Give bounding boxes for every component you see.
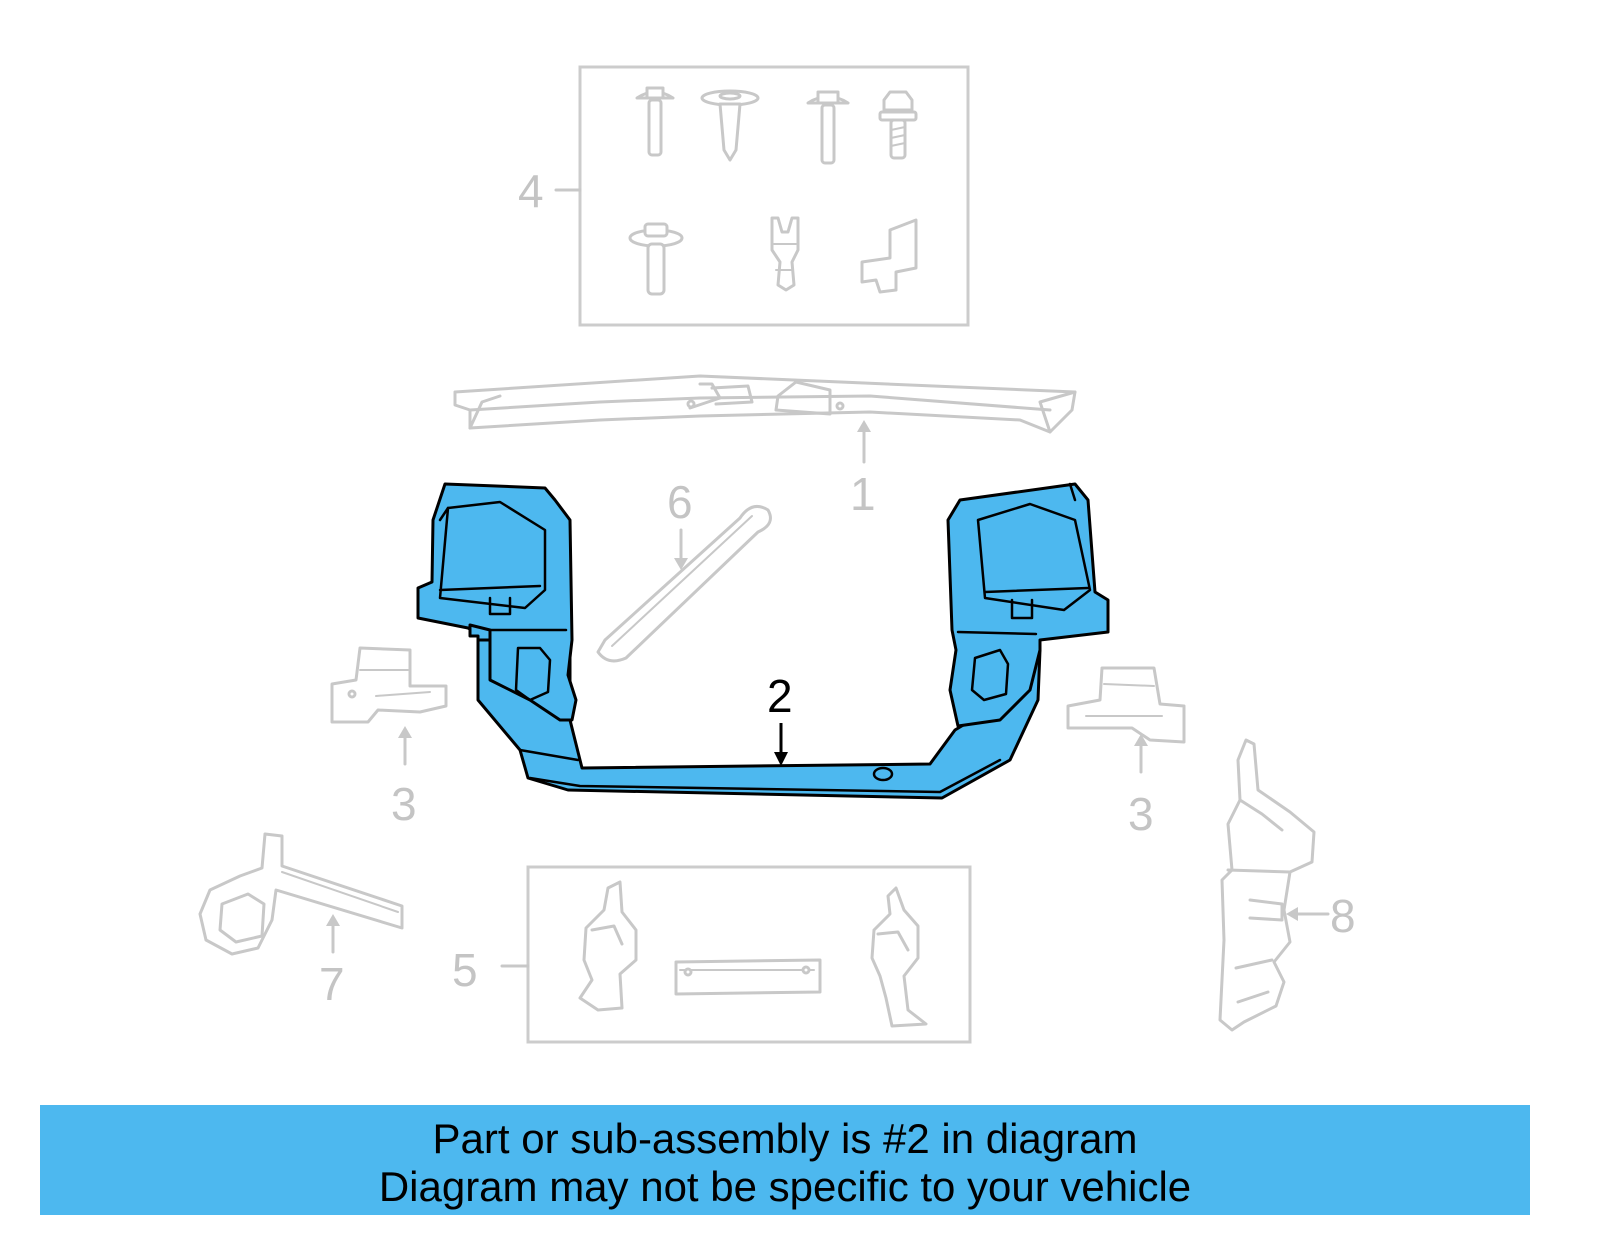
part-3-right-bracket[interactable] bbox=[1066, 666, 1186, 744]
callout-4: 4 bbox=[518, 165, 544, 217]
part-2-radiator-support[interactable] bbox=[416, 482, 1110, 800]
callout-1: 1 bbox=[850, 468, 876, 520]
bracket-clip-icon bbox=[860, 218, 918, 294]
callout-3-right-arrow bbox=[1134, 734, 1148, 774]
callout-8: 8 bbox=[1330, 890, 1356, 942]
part-4-fastener-kit[interactable] bbox=[554, 65, 970, 327]
push-pin-icon bbox=[700, 89, 760, 162]
part-3-left-bracket[interactable] bbox=[330, 646, 448, 724]
callout-8-arrow bbox=[1286, 907, 1330, 921]
callout-5: 5 bbox=[452, 944, 478, 996]
callout-2: 2 bbox=[767, 670, 793, 722]
bolt-icon bbox=[806, 90, 850, 165]
part-8-side-support[interactable] bbox=[1218, 738, 1316, 1032]
callout-3-left-arrow bbox=[398, 726, 412, 766]
flange-bolt-icon bbox=[628, 222, 684, 296]
callout-1-arrow bbox=[857, 420, 871, 464]
part-5-bracket-kit[interactable] bbox=[500, 865, 972, 1044]
hex-bolt-icon bbox=[878, 90, 918, 160]
callout-7-arrow bbox=[326, 914, 340, 954]
callout-7: 7 bbox=[319, 958, 345, 1010]
banner-line-1: Part or sub-assembly is #2 in diagram bbox=[432, 1115, 1138, 1162]
callout-6: 6 bbox=[667, 476, 693, 528]
part-6-brace-rod[interactable] bbox=[596, 504, 772, 663]
info-banner: Part or sub-assembly is #2 in diagram Di… bbox=[40, 1105, 1530, 1215]
retainer-clip-icon bbox=[770, 216, 800, 292]
callout-3-right: 3 bbox=[1128, 788, 1154, 840]
part-1-upper-tie-bar[interactable] bbox=[453, 374, 1077, 434]
callout-6-arrow bbox=[674, 528, 688, 570]
part-7-headlamp-bracket[interactable] bbox=[198, 832, 404, 956]
bolt-icon bbox=[635, 86, 675, 157]
callout-3-left: 3 bbox=[391, 778, 417, 830]
callout-2-arrow bbox=[774, 723, 788, 766]
banner-line-2: Diagram may not be specific to your vehi… bbox=[378, 1163, 1192, 1210]
